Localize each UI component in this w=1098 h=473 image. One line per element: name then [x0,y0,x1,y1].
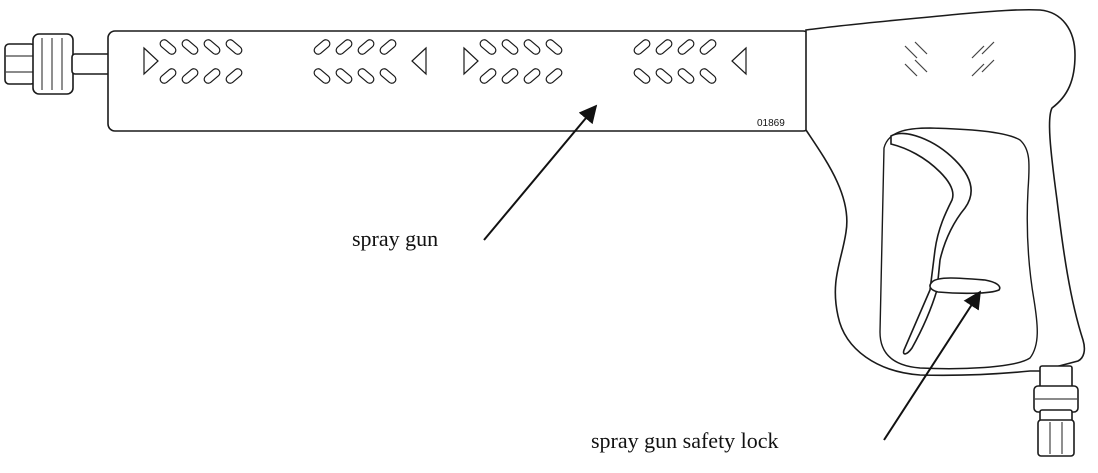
barrel-slot [357,39,375,55]
barrel-slot [655,39,673,55]
handle-body [805,8,1086,377]
barrel-slot [225,39,243,55]
barrel-slot [357,68,375,84]
barrel-triangle-mark [463,46,479,76]
part-number-label: 01869 [757,118,785,129]
barrel-slot [335,39,353,55]
barrel-triangle-mark [731,46,747,76]
handle-grip-marks [904,41,995,77]
barrel-slot [633,39,651,55]
barrel-slot [699,68,717,84]
barrel-slot [677,68,695,84]
barrel-slot [313,39,331,55]
barrel-slot [633,68,651,84]
barrel-slot [523,68,541,84]
trigger-guard [879,127,1038,370]
nozzle-tip [4,43,36,85]
barrel-slot [545,68,563,84]
spray-gun-label: spray gun [352,226,439,251]
barrel-triangle-mark [143,46,159,76]
nozzle-stem [71,53,113,75]
barrel-slot [313,68,331,84]
barrel-slot [203,68,221,84]
barrel-slot [523,39,541,55]
barrel-slot [225,68,243,84]
trigger-lever [890,132,972,355]
barrel-slot [479,39,497,55]
barrel-slot [379,39,397,55]
barrel-slot [335,68,353,84]
barrel-slot [545,39,563,55]
barrel-slot [379,68,397,84]
barrel-slot [677,39,695,55]
arrow-spray-gun [483,104,598,241]
nozzle-nut [32,33,74,95]
barrel-slot [699,39,717,55]
barrel-triangle-mark [411,46,427,76]
barrel-slot [501,68,519,84]
barrel-slot [181,68,199,84]
barrel-slot-pattern [143,39,747,84]
barrel-slot [479,68,497,84]
safety-lock-label: spray gun safety lock [591,428,779,453]
barrel-slot [181,39,199,55]
barrel-slot [203,39,221,55]
arrow-safety-lock [883,290,981,441]
safety-lock [929,277,1001,295]
barrel-slot [159,39,177,55]
barrel-slot [159,68,177,84]
barrel-slot [655,68,673,84]
barrel-slot [501,39,519,55]
inlet-fitting [1033,365,1079,457]
